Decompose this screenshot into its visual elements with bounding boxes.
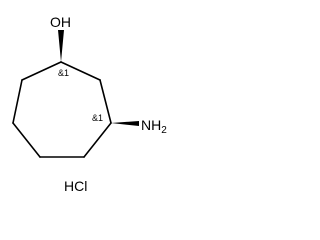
wedge-bond-nh2 xyxy=(111,121,139,126)
amine-label: NH2 xyxy=(141,117,167,136)
cycloheptane-structure: OH NH2 &1 &1 HCl xyxy=(12,14,167,194)
stereo-label-c3: &1 xyxy=(92,113,103,123)
stereo-label-c1: &1 xyxy=(58,68,69,78)
bond-c1-c2 xyxy=(60,61,101,81)
bond-c3-c4 xyxy=(83,122,112,158)
bond-c5-c6 xyxy=(12,122,41,158)
amine-subscript: 2 xyxy=(161,125,167,136)
bond-c6-c7 xyxy=(12,79,23,124)
bond-c7-c1 xyxy=(21,61,62,81)
amine-nh-text: NH xyxy=(141,117,161,133)
bond-c2-c3 xyxy=(99,79,112,124)
hydroxyl-label: OH xyxy=(50,14,71,30)
wedge-bond-oh xyxy=(58,30,64,62)
salt-label: HCl xyxy=(64,178,87,194)
ring-bonds xyxy=(12,61,112,158)
